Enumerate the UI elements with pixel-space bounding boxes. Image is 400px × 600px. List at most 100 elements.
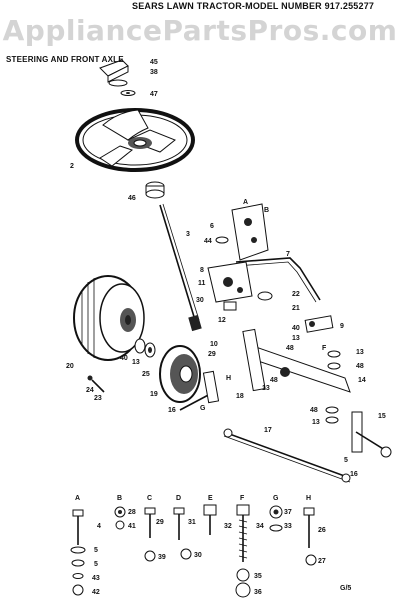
left-spindle-part[interactable]: [179, 370, 220, 411]
part-number-label: 11: [198, 280, 206, 287]
hardware-bolt-c[interactable]: [144, 507, 156, 562]
part-number-label: 35: [254, 573, 262, 580]
part-number-label: 46: [128, 195, 136, 202]
hardware-group-label: C: [147, 495, 152, 502]
axle-washer-stack-part[interactable]: [134, 338, 156, 358]
part-number-label: 48: [310, 407, 318, 414]
steering-wheel-part[interactable]: [75, 108, 195, 172]
part-number-label: 48: [270, 377, 278, 384]
hardware-bolt-d[interactable]: [173, 507, 192, 560]
hardware-bolt-h[interactable]: [303, 507, 317, 566]
part-number-label: 24: [86, 387, 94, 394]
part-number-label: 13: [356, 349, 364, 356]
drag-link-part[interactable]: [235, 257, 321, 303]
part-number-label: 31: [188, 519, 196, 526]
diagram-section-title: STEERING AND FRONT AXLE: [6, 55, 124, 64]
part-number-label: 4: [97, 523, 101, 530]
part-number-label: 6: [210, 223, 214, 230]
hardware-group-label: E: [208, 495, 213, 502]
part-number-label: 48: [356, 363, 364, 370]
part-number-label: 23: [94, 395, 102, 402]
part-number-label: 16: [350, 471, 358, 478]
right-washer-stack-part[interactable]: [325, 350, 341, 424]
hardware-group-label: F: [240, 495, 245, 502]
part-number-label: 3: [186, 231, 190, 238]
part-number-label: 30: [194, 552, 202, 559]
diagram-model-title: SEARS LAWN TRACTOR-MODEL NUMBER 917.2552…: [132, 1, 375, 11]
part-number-label: 18: [236, 393, 244, 400]
part-number-label: 30: [196, 297, 204, 304]
hardware-group-label: D: [176, 495, 181, 502]
steering-gear-part[interactable]: [159, 345, 201, 403]
part-number-label: 13: [262, 385, 270, 392]
part-number-label: 47: [150, 91, 158, 98]
part-number-label: 33: [284, 523, 292, 530]
part-number-label: G: [200, 405, 206, 412]
part-number-label: 19: [150, 391, 158, 398]
hardware-group-label: B: [117, 495, 122, 502]
part-number-label: 27: [318, 558, 326, 565]
part-number-label: 37: [284, 509, 292, 516]
part-number-label: 13: [132, 359, 140, 366]
part-number-label: 48: [286, 345, 294, 352]
part-number-label: 16: [168, 407, 176, 414]
steering-bracket-part[interactable]: [215, 203, 269, 261]
small-bolt-part[interactable]: [87, 375, 105, 393]
pinion-assembly-part[interactable]: [207, 261, 273, 311]
part-number-label: 12: [218, 317, 226, 324]
part-number-label: 28: [128, 509, 136, 516]
part-number-label: 43: [92, 575, 100, 582]
steering-washer-part[interactable]: [120, 90, 136, 96]
part-number-label: 34: [256, 523, 264, 530]
diagram-footer-code: G/5: [340, 585, 351, 592]
hardware-bolt-f[interactable]: [235, 504, 251, 598]
part-number-label: 45: [150, 59, 158, 66]
part-number-label: 41: [128, 523, 136, 530]
front-tire-part[interactable]: [73, 275, 145, 361]
hardware-bolt-a[interactable]: [70, 509, 86, 596]
part-number-label: 8: [200, 267, 204, 274]
part-number-label: 44: [204, 238, 212, 245]
right-spindle-part[interactable]: [351, 411, 392, 458]
part-number-label: 20: [66, 363, 74, 370]
part-number-label: 25: [142, 371, 150, 378]
part-number-label: 13: [292, 335, 300, 342]
front-axle-part[interactable]: [242, 328, 351, 393]
part-number-label: 14: [358, 377, 366, 384]
steering-cap-part[interactable]: [99, 59, 129, 87]
part-number-label: 5: [344, 457, 348, 464]
part-number-label: 17: [264, 427, 272, 434]
part-number-label: 29: [208, 351, 216, 358]
part-number-label: 15: [378, 413, 386, 420]
part-number-label: 36: [254, 589, 262, 596]
steering-shaft-part[interactable]: [159, 203, 202, 332]
hardware-group-label: A: [75, 495, 80, 502]
part-number-label: 2: [70, 163, 74, 170]
part-number-label: 40: [120, 355, 128, 362]
hardware-bolt-e[interactable]: [203, 504, 217, 535]
part-number-label: 13: [312, 419, 320, 426]
steering-bushing-part[interactable]: [145, 181, 165, 199]
part-number-label: H: [226, 375, 231, 382]
part-number-label: B: [264, 207, 269, 214]
part-number-label: 10: [210, 341, 218, 348]
part-number-label: 7: [286, 251, 290, 258]
hardware-group-label: H: [306, 495, 311, 502]
part-number-label: 22: [292, 291, 300, 298]
tie-rod-part[interactable]: [223, 428, 351, 483]
hardware-nut-b[interactable]: [114, 506, 126, 530]
part-number-label: 26: [318, 527, 326, 534]
part-number-label: 9: [340, 323, 344, 330]
part-number-label: 38: [150, 69, 158, 76]
part-number-label: A: [243, 199, 248, 206]
part-number-label: F: [322, 345, 327, 352]
hardware-nut-g[interactable]: [269, 505, 283, 532]
part-number-label: 40: [292, 325, 300, 332]
part-number-label: 5: [94, 547, 98, 554]
part-number-label: 42: [92, 589, 100, 596]
part-number-label: 5: [94, 561, 98, 568]
part-number-label: 39: [158, 554, 166, 561]
hardware-group-label: G: [273, 495, 279, 502]
part-number-label: 21: [292, 305, 300, 312]
spindle-rod-part[interactable]: [304, 315, 334, 333]
